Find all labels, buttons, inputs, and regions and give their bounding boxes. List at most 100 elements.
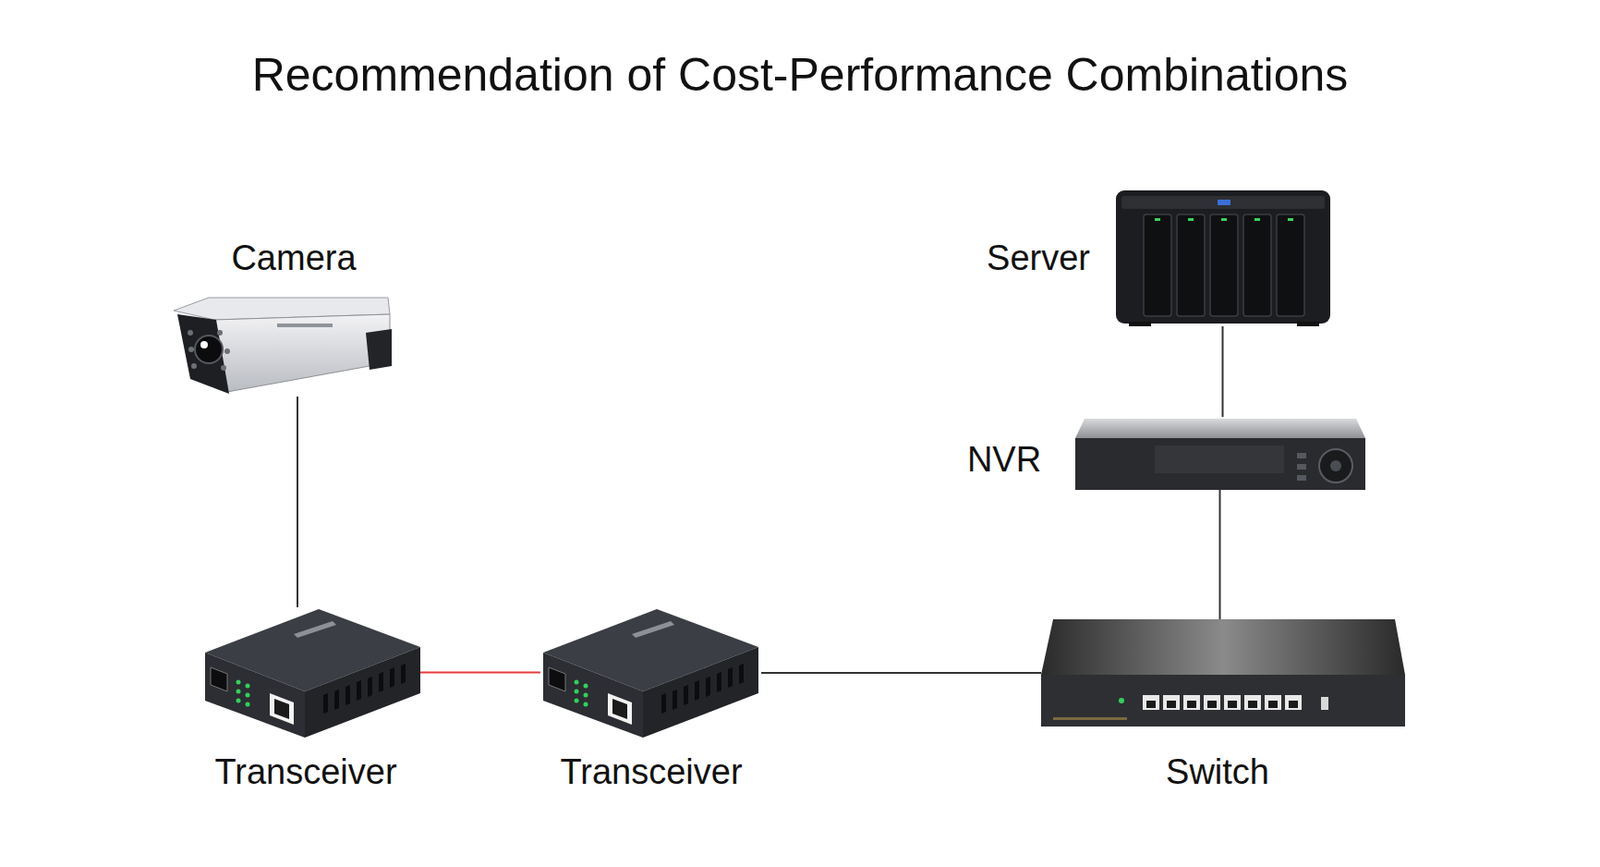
switch-usb (1321, 696, 1329, 710)
nvr-top (1075, 418, 1366, 438)
transceiver-illustration (205, 608, 421, 738)
device-label: Switch (1165, 752, 1270, 792)
switch-ports (1142, 694, 1302, 710)
transceiver-front (205, 652, 305, 738)
device-node: Transceiver (202, 606, 421, 738)
top-print (293, 620, 337, 638)
ir-led (224, 348, 231, 354)
nvr-front (1075, 437, 1366, 490)
server-foot (1128, 321, 1152, 327)
ir-led (187, 329, 194, 336)
switch-label-strip (1053, 716, 1128, 720)
status-leds (236, 679, 251, 707)
camera-body (214, 314, 390, 392)
nvr-dial-center (1330, 460, 1342, 472)
cable-connector (296, 396, 299, 607)
led (245, 702, 251, 707)
port (1163, 694, 1180, 710)
socket (1248, 700, 1258, 708)
port (1183, 694, 1200, 710)
bay-led (1187, 218, 1194, 221)
vent (378, 671, 384, 692)
vent (400, 663, 406, 684)
drive-bay (1276, 214, 1305, 316)
bay-led (1287, 218, 1294, 221)
switch-led (1118, 697, 1125, 704)
server-foot (1296, 321, 1320, 327)
cable-connector (420, 671, 541, 674)
device-label: Transceiver (214, 752, 397, 792)
camera-brand-strip (277, 323, 333, 328)
camera-front (177, 314, 230, 394)
device-node: NVR (1074, 416, 1366, 490)
nvr-dial (1319, 448, 1353, 483)
port (1224, 694, 1241, 710)
sfp-port (210, 666, 228, 691)
camera-rear (365, 328, 392, 370)
bay-led (1254, 218, 1261, 221)
vent (334, 689, 340, 710)
camera-lens-glint (200, 340, 208, 349)
nvr-illustration (1075, 418, 1366, 490)
led (245, 683, 251, 689)
device-node: Camera (171, 295, 393, 397)
port (1203, 694, 1221, 710)
transceiver-side (304, 646, 421, 738)
ir-led (191, 363, 197, 369)
vent (345, 684, 351, 705)
device-label: NVR (967, 440, 1042, 480)
socket (1146, 700, 1156, 708)
diagram-title: Recommendation of Cost-Performance Combi… (0, 48, 1600, 102)
drive-bays (1143, 214, 1305, 316)
ir-led (220, 364, 227, 371)
device-node: Switch (1041, 618, 1406, 727)
device-label: Server (986, 239, 1091, 279)
transceiver-illustration (543, 608, 759, 738)
led (236, 679, 242, 685)
server-illustration (1115, 190, 1331, 327)
cable-connector (1222, 326, 1225, 417)
led (236, 689, 242, 694)
cable-connector (761, 671, 1042, 674)
port (1142, 694, 1160, 710)
rj45-socket (274, 698, 290, 719)
drive-bay (1143, 214, 1172, 316)
bay-leds (1154, 218, 1294, 221)
device-node: Server (1114, 188, 1332, 327)
device-node: Transceiver (540, 606, 762, 738)
nvr-button (1296, 452, 1307, 459)
drive-bay (1210, 214, 1238, 316)
port (1264, 694, 1282, 710)
vent (356, 679, 362, 701)
socket (1207, 700, 1217, 708)
drive-bay (1176, 214, 1205, 316)
ir-leds (187, 329, 231, 371)
drive-bay (1243, 214, 1272, 316)
switch-illustration (1041, 618, 1406, 727)
nvr-front-panel (1154, 445, 1285, 473)
socket (1166, 700, 1176, 708)
camera-lens (194, 335, 223, 364)
device-label: Transceiver (559, 752, 742, 792)
cable-connector (1219, 489, 1222, 619)
switch-top (1041, 618, 1406, 675)
bay-led (1221, 218, 1227, 221)
led (245, 692, 251, 698)
port (1284, 694, 1302, 710)
device-label: Camera (230, 239, 356, 279)
rj45-port (269, 692, 294, 725)
vent (367, 676, 373, 697)
server-top-strip (1121, 195, 1325, 209)
bay-led (1154, 218, 1161, 221)
nvr-button (1296, 474, 1307, 481)
ir-led (217, 329, 223, 336)
vent (323, 692, 328, 714)
socket (1268, 700, 1278, 708)
server-case (1115, 190, 1331, 324)
switch-front (1041, 674, 1406, 727)
vents (323, 663, 406, 714)
port-sockets (1146, 700, 1298, 708)
ir-led (188, 346, 194, 352)
